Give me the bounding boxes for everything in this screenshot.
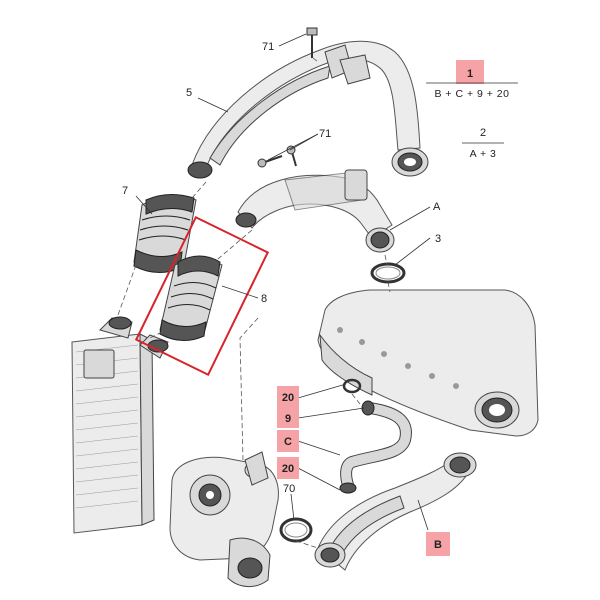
- label-5: 5: [186, 87, 192, 99]
- intake-manifold: ​: [317, 289, 539, 437]
- legend-item1-formula: B + C + 9 + 20: [434, 88, 509, 100]
- screw-71-mid: [257, 145, 297, 168]
- hose-8-highlight-frame: [134, 216, 270, 376]
- legend-item1-badge: [456, 60, 484, 84]
- pipe-A: [235, 169, 395, 253]
- label-3: 3: [435, 233, 441, 245]
- hose-C: [339, 400, 412, 494]
- clamp-20-top: [342, 378, 362, 394]
- legend-item2-id: 2: [480, 127, 486, 139]
- label-71-top: 71: [262, 41, 274, 53]
- badge-9: 9: [277, 408, 299, 428]
- label-71-mid: 71: [319, 128, 331, 140]
- clamp-3: [370, 262, 406, 284]
- hose-8: [159, 255, 223, 341]
- legend-item1-id: 1: [467, 68, 473, 80]
- badge-B: B: [426, 532, 450, 556]
- screw-71-top: [306, 27, 318, 58]
- svg-text:20: 20: [282, 463, 294, 475]
- badge-20-bottom: 20: [277, 457, 299, 479]
- svg-text:C: C: [284, 436, 292, 448]
- leader-lines: [135, 33, 431, 531]
- label-A: A: [433, 201, 441, 213]
- legend-item2-formula: A + 3: [470, 148, 497, 160]
- label-70: 70: [283, 483, 295, 495]
- pipe-5: [187, 40, 429, 179]
- legend: 1 B + C + 9 + 20 2 A + 3: [426, 60, 518, 160]
- turbocharger: [169, 451, 279, 587]
- label-8: 8: [261, 293, 267, 305]
- pipe-B: [314, 452, 477, 571]
- clamp-70: [279, 517, 313, 543]
- label-7: 7: [122, 185, 128, 197]
- intercooler: [71, 316, 169, 534]
- svg-text:9: 9: [285, 413, 291, 425]
- badge-C: C: [277, 430, 299, 452]
- assembly-lines: [117, 57, 391, 549]
- svg-text:B: B: [434, 539, 442, 551]
- badge-20-top: 20: [277, 386, 299, 408]
- svg-text:20: 20: [282, 392, 294, 404]
